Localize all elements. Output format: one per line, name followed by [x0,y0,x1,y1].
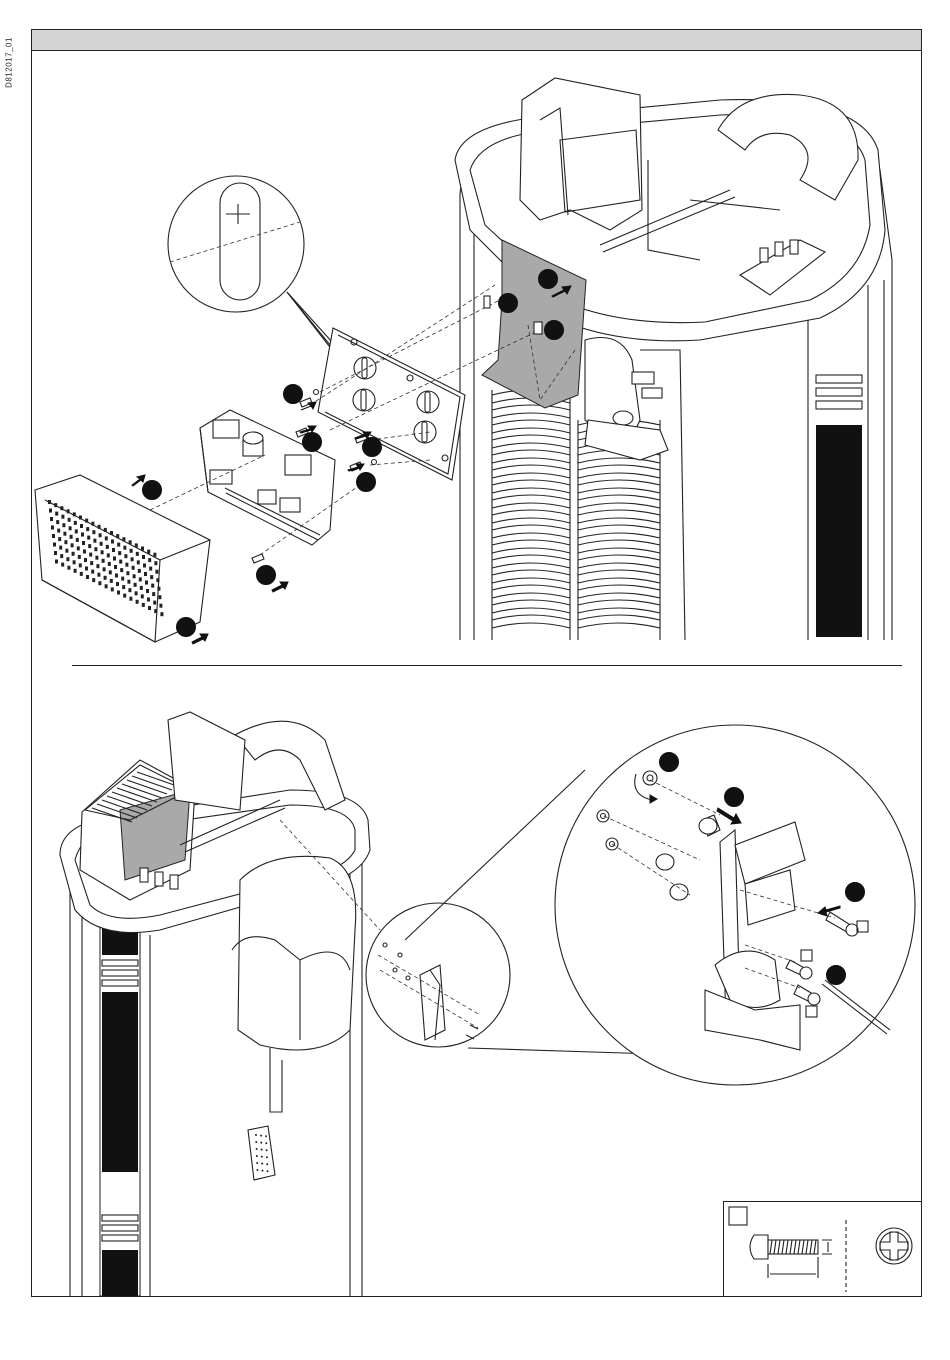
callout-marker [725,788,744,807]
screw-legend-box [723,1201,922,1297]
callout-marker [827,966,846,985]
callout-marker [846,883,865,902]
barrier-column-bottom [60,712,370,1297]
pad-dots [255,1134,269,1172]
callout-marker [660,753,679,772]
screw-legend-drawing [724,1202,923,1298]
